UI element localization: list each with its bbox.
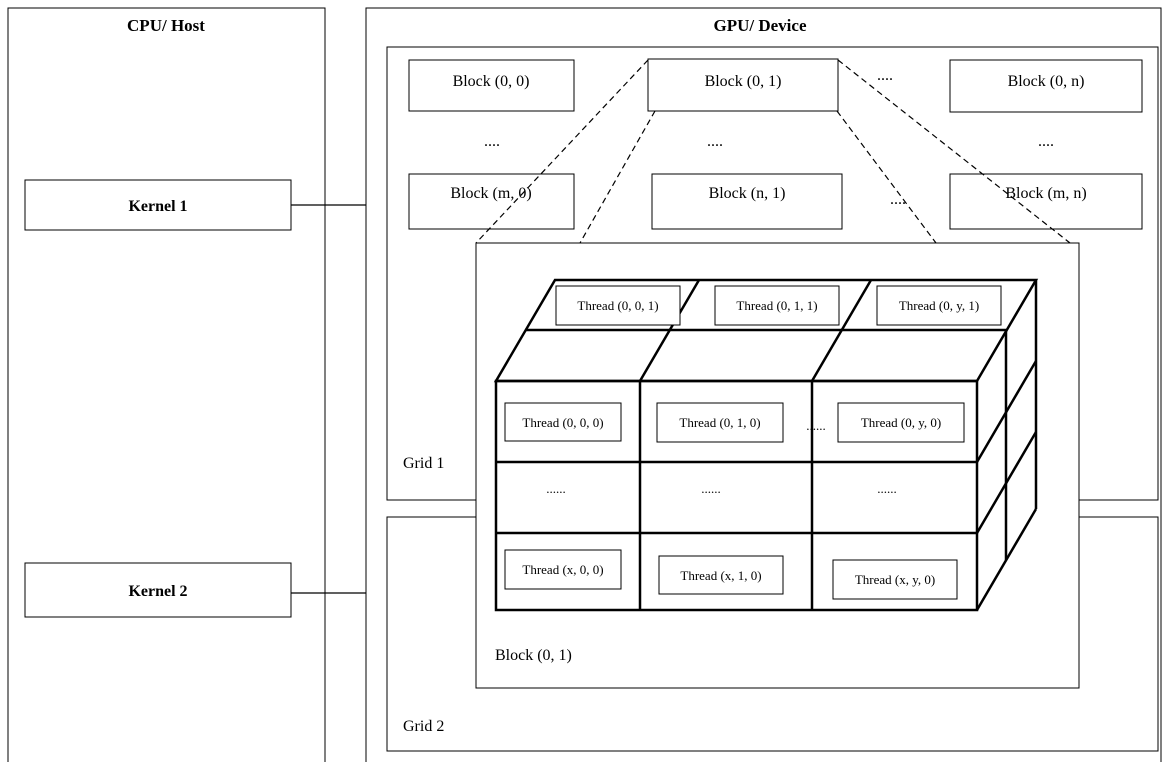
thread-0-1-1-label: Thread (0, 1, 1) [736, 298, 817, 313]
block-m-n-label: Block (m, n) [1005, 185, 1086, 202]
zoom-line-left-inner [579, 110, 656, 244]
zoom-line-right-inner [836, 110, 937, 244]
block-0-0 [408, 59, 575, 112]
row2-ellipsis: .... [890, 191, 906, 208]
block-n-1-label: Block (n, 1) [709, 185, 786, 202]
block-m-0 [408, 173, 575, 230]
thread-0-1-0-box [656, 402, 784, 443]
block-n-1 [651, 173, 843, 230]
thread-x-0-0-box [504, 549, 622, 590]
block-m-0-label: Block (m, 0) [450, 185, 531, 202]
thread-x-1-0-label: Thread (x, 1, 0) [680, 568, 761, 583]
thread-0-y-0-label: Thread (0, y, 0) [861, 415, 941, 430]
col1-ellipsis: .... [484, 133, 500, 150]
thread-col1-ellipsis: ...... [546, 481, 566, 496]
thread-0-1-0-label: Thread (0, 1, 0) [679, 415, 760, 430]
grid-2-label: Grid 2 [403, 718, 444, 735]
grid-1-label: Grid 1 [403, 455, 444, 472]
block-detail-label: Block (0, 1) [495, 647, 572, 664]
block-m-n [949, 173, 1143, 230]
block-0-0-label: Block (0, 0) [453, 73, 530, 90]
zoom-line-left-outer [475, 59, 649, 244]
host-title: CPU/ Host [127, 16, 205, 35]
cube-side-hline-2 [975, 431, 1038, 534]
zoom-lines [475, 59, 1071, 244]
block-0-n [949, 59, 1143, 113]
block-0-n-label: Block (0, n) [1008, 73, 1085, 90]
thread-0-1-1-box [714, 285, 840, 326]
thread-0-0-1-box [555, 285, 681, 326]
thread-row-ellipsis: ...... [806, 418, 826, 433]
thread-0-0-1-label: Thread (0, 0, 1) [577, 298, 658, 313]
kernel-2-box [24, 562, 292, 618]
thread-x-y-0-label: Thread (x, y, 0) [855, 572, 935, 587]
kernel-2-label: Kernel 2 [128, 583, 187, 600]
thread-0-y-1-box [876, 285, 1002, 326]
thread-x-y-0-box [832, 559, 958, 600]
thread-x-1-0-box [658, 555, 784, 595]
block-0-1 [647, 58, 839, 112]
row1-ellipsis: .... [877, 67, 893, 84]
col3-ellipsis: .... [1038, 133, 1054, 150]
kernel-1-box [24, 179, 292, 231]
thread-x-0-0-label: Thread (x, 0, 0) [522, 562, 603, 577]
kernel-1-label: Kernel 1 [128, 198, 187, 215]
thread-0-0-0-label: Thread (0, 0, 0) [522, 415, 603, 430]
host-panel [7, 7, 326, 762]
thread-0-0-0-box [504, 402, 622, 442]
cube-side-hline-1 [975, 360, 1038, 463]
thread-col3-ellipsis: ...... [877, 481, 897, 496]
thread-0-y-1-label: Thread (0, y, 1) [899, 298, 979, 313]
cube-top-divider-1 [638, 279, 701, 382]
cube-top-divider-2 [810, 279, 873, 382]
col2-ellipsis: .... [707, 133, 723, 150]
thread-col2-ellipsis: ...... [701, 481, 721, 496]
device-title: GPU/ Device [714, 16, 807, 35]
block-0-1-label: Block (0, 1) [705, 73, 782, 90]
thread-0-y-0-box [837, 402, 965, 443]
